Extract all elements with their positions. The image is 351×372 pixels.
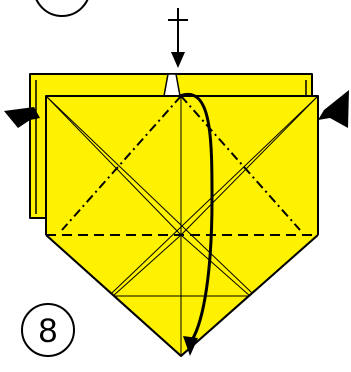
step-circle: [21, 303, 75, 357]
front-flap-bottom-edge: [45, 234, 319, 357]
push-arrow-left-icon: [4, 107, 40, 128]
prev-step-circle: [35, 0, 89, 17]
step-number: 8: [39, 312, 58, 350]
fold-arrow-down-icon: [179, 92, 214, 356]
mask-right: [181, 235, 351, 372]
mountain-folds: [61, 95, 301, 231]
plus-arrow-icon: [168, 8, 188, 68]
push-arrow-right-icon: [318, 90, 349, 128]
